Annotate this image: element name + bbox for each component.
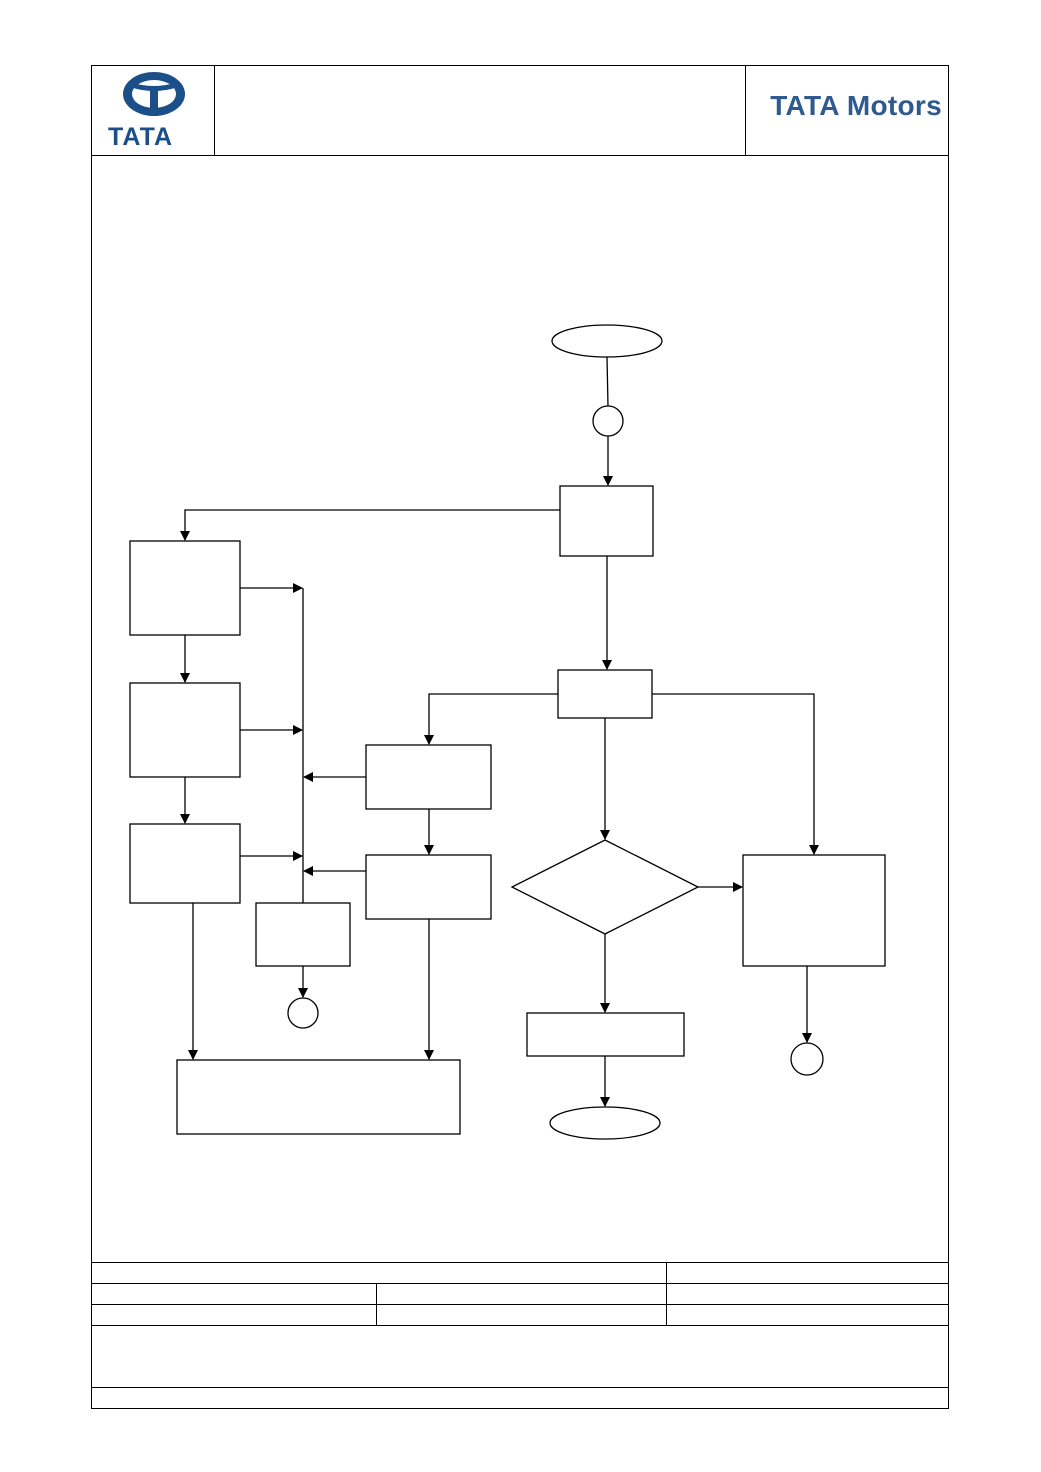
- process-bottom-wide: [176, 1059, 461, 1135]
- process-top: [559, 485, 654, 557]
- process-middle: [557, 669, 653, 719]
- flow-line: [606, 356, 609, 407]
- flow-arrow: [424, 693, 558, 745]
- start-terminator: [551, 324, 663, 358]
- flow-arrow: [180, 509, 560, 541]
- top-connector: [592, 405, 624, 437]
- process-left-1: [129, 540, 241, 636]
- brand-name: TATA Motors: [770, 90, 942, 121]
- process-small: [255, 902, 351, 967]
- process-center-1: [365, 744, 492, 810]
- logo-wordmark: TATA: [108, 123, 174, 151]
- header-logo-cell: TATA: [91, 65, 215, 156]
- process-right: [742, 854, 886, 967]
- process-final: [526, 1012, 685, 1057]
- process-left-3: [129, 823, 241, 904]
- right-connector: [790, 1042, 824, 1076]
- tata-emblem-icon: [123, 72, 185, 116]
- end-terminator: [549, 1106, 661, 1140]
- header-brand-cell: TATA Motors: [745, 65, 949, 156]
- decision-diamond: [510, 839, 700, 935]
- process-center-2: [365, 854, 492, 920]
- footer-bottom-strip: [91, 1387, 949, 1409]
- process-left-2: [129, 682, 241, 778]
- left-connector: [287, 997, 319, 1029]
- flow-arrow: [652, 693, 819, 855]
